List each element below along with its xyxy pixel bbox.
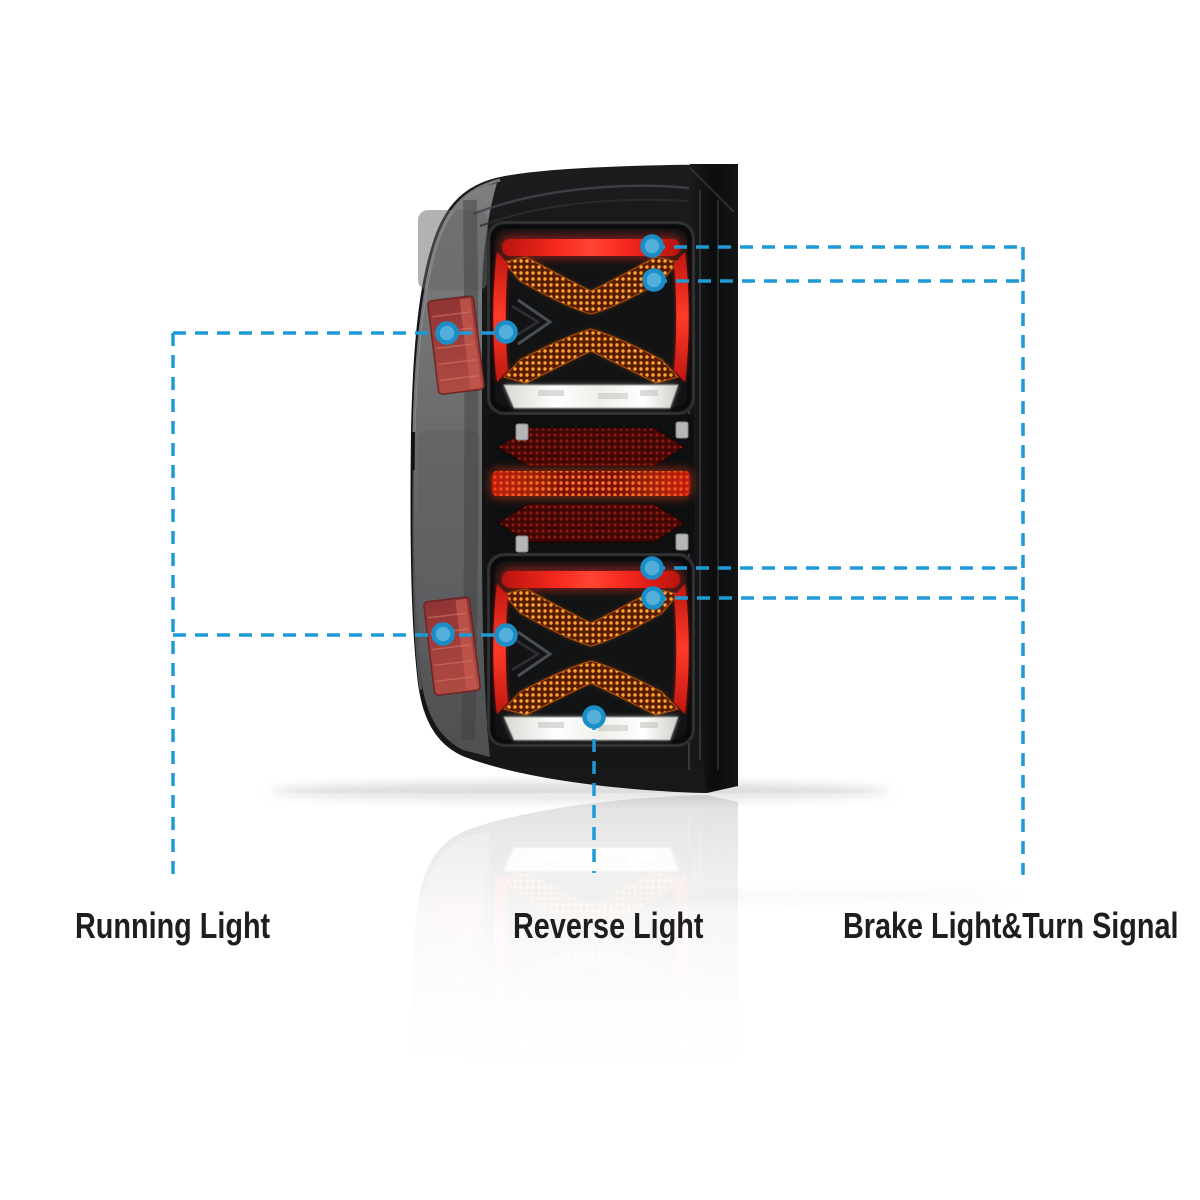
side-reflector-top [427, 295, 485, 395]
running-light-label: Running Light [75, 905, 271, 946]
callout-dot-running-bottom-outer [431, 622, 455, 646]
x-module-top [488, 222, 694, 414]
callout-dot-brake-top-1 [640, 234, 664, 258]
callout-dot-reverse [582, 705, 606, 729]
side-reflector-bottom [423, 596, 481, 696]
reverse-light-label: Reverse Light [513, 905, 704, 946]
mounting-clips [515, 421, 689, 553]
callout-dots [431, 234, 666, 729]
callout-dot-running-top-inner [494, 320, 518, 344]
callout-dot-brake-top-2 [642, 268, 666, 292]
tail-light-lamp [410, 164, 738, 793]
callout-dot-brake-bottom-1 [640, 556, 664, 580]
callout-dot-brake-bottom-2 [641, 586, 665, 610]
callout-dot-running-bottom-inner [494, 623, 518, 647]
mid-reflector-band [488, 414, 694, 554]
callout-lines [171, 245, 1025, 875]
callout-dot-running-top-outer [435, 321, 459, 345]
housing-top-highlight [472, 184, 690, 227]
brake-turn-signal-label: Brake Light&Turn Signal [843, 905, 1179, 946]
reflection-fade [0, 793, 1200, 1200]
